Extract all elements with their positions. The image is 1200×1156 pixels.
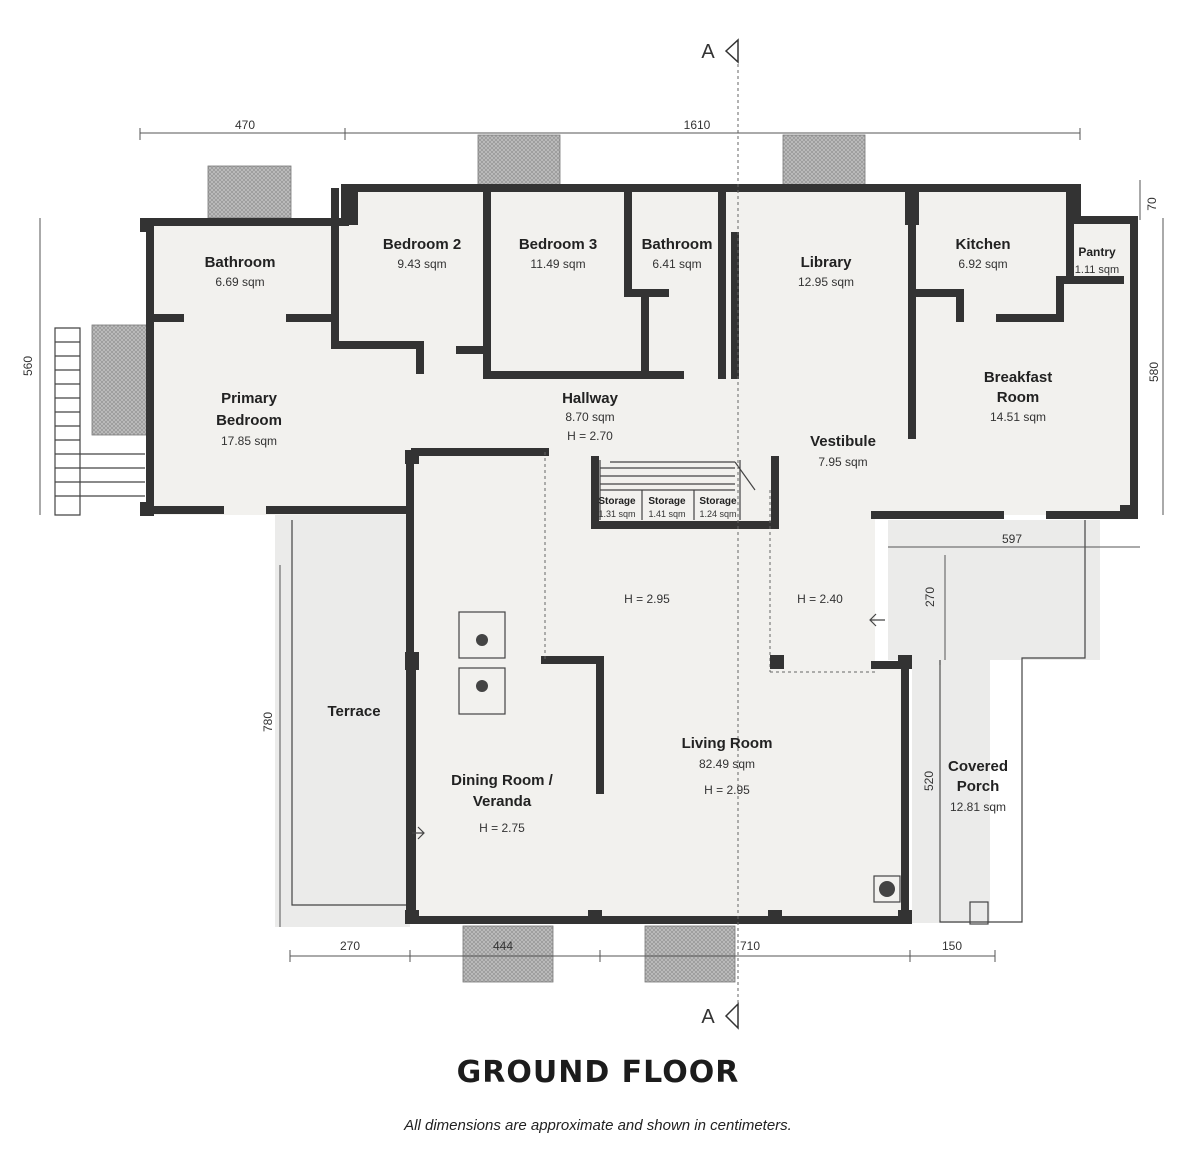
storage-3-name: Storage: [699, 496, 737, 507]
entry-arrows: [412, 613, 885, 840]
room-breakfast-name-2: Room: [997, 389, 1040, 406]
room-hallway-name: Hallway: [562, 390, 619, 407]
appliances: [458, 611, 901, 903]
dim-top-right: 70: [1145, 197, 1159, 211]
room-primary-bedroom-name-2: Bedroom: [216, 412, 282, 429]
dim-right: 580: [1147, 362, 1161, 382]
dim-top-main: 1610: [684, 118, 711, 132]
dim-left: 560: [21, 356, 35, 376]
dim-top-left: 470: [235, 118, 255, 132]
dim-bottom-terrace: 270: [340, 939, 360, 953]
room-primary-bedroom-area: 17.85 sqm: [221, 434, 277, 448]
columns: [140, 185, 1134, 924]
room-pantry-area: 1.11 sqm: [1075, 264, 1119, 276]
storage-2-name: Storage: [648, 496, 686, 507]
room-labels: Bathroom 6.69 sqm Bedroom 2 9.43 sqm Bed…: [205, 236, 1120, 835]
section-markers: A A: [701, 38, 739, 1030]
storage-1-name: Storage: [598, 496, 636, 507]
room-pantry-name: Pantry: [1078, 245, 1116, 259]
dim-porch-width: 597: [1002, 532, 1022, 546]
room-dining-height: H = 2.75: [479, 821, 525, 835]
room-vestibule-area: 7.95 sqm: [818, 455, 867, 469]
room-terrace-name: Terrace: [327, 703, 380, 720]
dim-bottom-porch: 150: [942, 939, 962, 953]
entry-steps: [54, 327, 145, 516]
room-dining-name-1: Dining Room /: [451, 772, 553, 789]
dim-bottom-living: 710: [740, 939, 760, 953]
room-breakfast-area: 14.51 sqm: [990, 410, 1046, 424]
plan-note: All dimensions are approximate and shown…: [403, 1117, 792, 1134]
room-porch-area: 12.81 sqm: [950, 800, 1006, 814]
room-bathroom-1-area: 6.69 sqm: [215, 275, 264, 289]
room-bedroom-2-name: Bedroom 2: [383, 236, 461, 253]
outdoor-areas: [275, 515, 1100, 927]
dim-terrace-height: 780: [261, 712, 275, 732]
section-mark-bottom: A: [701, 1006, 715, 1028]
room-porch-name-2: Porch: [957, 778, 1000, 795]
room-hallway-area: 8.70 sqm: [565, 410, 614, 424]
plan-title: GROUND FLOOR: [457, 1055, 740, 1090]
room-breakfast-name-1: Breakfast: [984, 369, 1052, 386]
zone-height-2: H = 2.40: [797, 592, 843, 606]
room-bedroom-3-area: 11.49 sqm: [530, 257, 585, 271]
room-porch-name-1: Covered: [948, 758, 1008, 775]
room-library-name: Library: [801, 254, 853, 271]
storage-1-area: 1.31 sqm: [598, 509, 635, 519]
room-bedroom-3-name: Bedroom 3: [519, 236, 597, 253]
room-bathroom-1-name: Bathroom: [205, 254, 276, 271]
room-bathroom-2-name: Bathroom: [642, 236, 713, 253]
room-living-area: 82.49 sqm: [699, 757, 755, 771]
dim-porch-depth: 270: [923, 587, 937, 607]
dim-bottom-dining: 444: [493, 939, 513, 953]
storage-3-area: 1.24 sqm: [699, 509, 736, 519]
room-kitchen-area: 6.92 sqm: [958, 257, 1007, 271]
zone-lines: [544, 40, 875, 1020]
room-bedroom-2-area: 9.43 sqm: [397, 257, 446, 271]
zone-height-1: H = 2.95: [624, 592, 670, 606]
room-dining-name-2: Veranda: [473, 793, 532, 810]
room-living-height: H = 2.95: [704, 783, 750, 797]
dim-porch-height: 520: [922, 771, 936, 791]
room-primary-bedroom-name-1: Primary: [221, 390, 278, 407]
room-library-area: 12.95 sqm: [798, 275, 854, 289]
interior-floor: [150, 188, 1134, 920]
storage-2-area: 1.41 sqm: [648, 509, 685, 519]
room-kitchen-name: Kitchen: [955, 236, 1010, 253]
room-vestibule-name: Vestibule: [810, 433, 876, 450]
dimension-lines: [39, 128, 1164, 962]
room-living-name: Living Room: [682, 735, 773, 752]
dimension-labels: 470 1610 70 560 580 597 270 780 520 270 …: [21, 118, 1161, 953]
room-bathroom-2-area: 6.41 sqm: [652, 257, 701, 271]
room-hallway-height: H = 2.70: [567, 429, 613, 443]
section-mark-top: A: [701, 41, 715, 63]
